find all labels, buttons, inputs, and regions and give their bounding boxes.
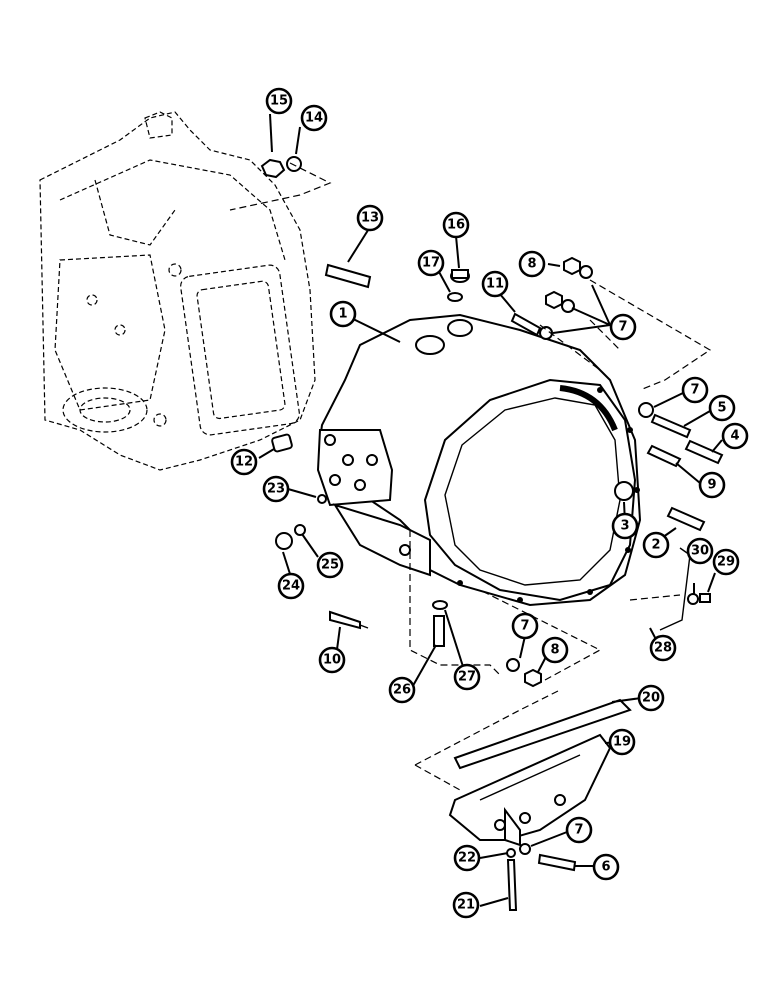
callout-2: 2 [642,531,670,559]
svg-text:17: 17 [422,256,440,271]
callout-12: 12 [230,448,258,476]
callout-16: 16 [442,211,470,239]
transmission-housing-ghost [39,111,316,471]
clutch-housing [316,313,642,607]
svg-text:8: 8 [550,643,559,658]
callout-1: 1 [329,300,357,328]
callout-13: 13 [356,204,384,232]
fastener-parts [260,156,724,688]
callouts: 1 2 3 4 5 6 7 7 7 7 8 8 9 10 11 12 13 14… [230,87,749,919]
callout-30: 30 [686,537,714,565]
svg-text:13: 13 [361,211,379,226]
svg-text:28: 28 [654,641,672,656]
bottom-cover-assembly [448,698,632,911]
callout-8: 8 [541,636,569,664]
svg-text:22: 22 [458,851,476,866]
svg-text:12: 12 [235,455,253,470]
svg-text:11: 11 [486,277,504,292]
callout-9: 9 [698,471,726,499]
callout-20: 20 [637,684,665,712]
callout-23: 23 [262,475,290,503]
svg-text:3: 3 [620,519,629,534]
callout-7: 7 [511,612,539,640]
svg-text:7: 7 [618,320,627,335]
callout-25: 25 [316,551,344,579]
svg-text:29: 29 [717,555,735,570]
callout-11: 11 [481,270,509,298]
callout-28: 28 [649,634,677,662]
svg-text:15: 15 [270,94,288,109]
svg-text:24: 24 [282,579,300,594]
callout-3: 3 [611,512,639,540]
svg-text:27: 27 [458,670,476,685]
svg-text:20: 20 [642,691,660,706]
callout-24: 24 [277,572,305,600]
svg-text:10: 10 [323,653,341,668]
svg-text:1: 1 [338,307,347,322]
callout-4: 4 [721,422,749,450]
callout-29: 29 [712,548,740,576]
svg-text:7: 7 [574,823,583,838]
callout-8: 8 [518,250,546,278]
svg-text:4: 4 [730,429,739,444]
callout-21: 21 [452,891,480,919]
svg-text:16: 16 [447,218,465,233]
alignment-lines [229,162,712,791]
svg-text:8: 8 [527,257,536,272]
svg-text:25: 25 [321,558,339,573]
svg-text:30: 30 [691,544,709,559]
callout-15: 15 [265,87,293,115]
callout-26: 26 [388,676,416,704]
svg-text:7: 7 [690,383,699,398]
callout-22: 22 [453,844,481,872]
svg-text:26: 26 [393,683,411,698]
svg-text:2: 2 [651,538,660,553]
callout-7: 7 [681,376,709,404]
callout-5: 5 [708,394,736,422]
svg-text:6: 6 [601,860,610,875]
svg-text:23: 23 [267,482,285,497]
callout-17: 17 [417,249,445,277]
callout-7: 7 [609,313,637,341]
svg-text:21: 21 [457,898,475,913]
callout-27: 27 [453,663,481,691]
svg-text:14: 14 [305,111,323,126]
callout-14: 14 [300,104,328,132]
callout-10: 10 [318,646,346,674]
callout-7: 7 [565,816,593,844]
svg-text:9: 9 [707,478,716,493]
svg-text:5: 5 [717,401,726,416]
callout-19: 19 [608,728,636,756]
svg-text:19: 19 [613,735,631,750]
svg-text:7: 7 [520,619,529,634]
callout-6: 6 [592,853,620,881]
